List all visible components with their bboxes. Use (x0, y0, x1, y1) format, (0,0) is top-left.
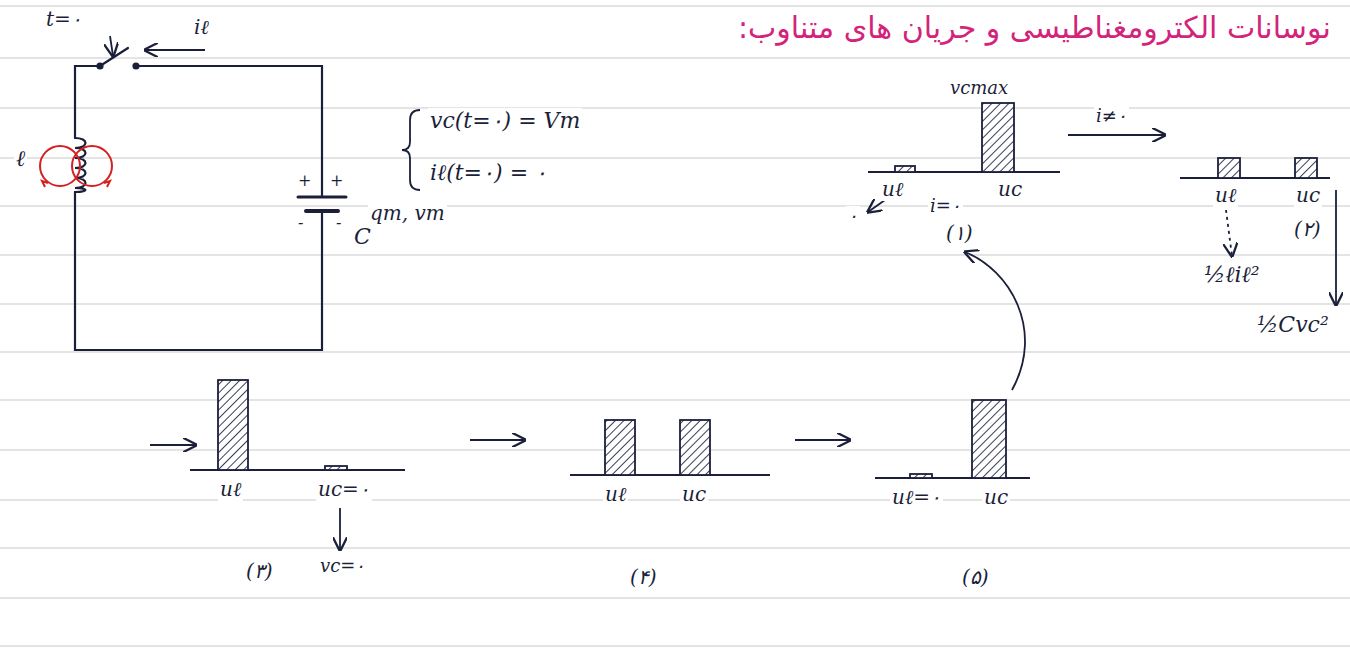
arrows (110, 36, 1336, 550)
switch-blade (100, 48, 128, 66)
annotation-label: C (352, 224, 373, 249)
brace (402, 110, 420, 190)
annotation-label: iℓ(t=۰) = ۰ (428, 160, 549, 185)
annotation-label: (۵) (960, 566, 991, 589)
annotation-label: uℓ (1213, 184, 1238, 207)
switch-arrow (110, 36, 113, 56)
annotation-label: uℓ (218, 478, 243, 501)
annotation-label: ½ℓiℓ² (1202, 262, 1262, 287)
energy-bars (190, 103, 1330, 478)
page-heading: نوسانات الکترومغناطیسی و جریان های متناو… (735, 10, 1334, 46)
annotation-label: uc (982, 486, 1010, 509)
annotation-label: (۱) (944, 222, 975, 245)
annotation-label: (۴) (628, 566, 659, 589)
annotation-label: i≠۰ (1094, 106, 1129, 127)
capacitor-plate (306, 209, 338, 213)
circuit-wires (75, 48, 346, 350)
flux-loops (40, 146, 112, 187)
annotation-label: vc=۰ (318, 556, 367, 577)
annotation-label: uℓ (880, 178, 905, 201)
annotation-label: i=۰ (928, 196, 963, 217)
current-arrow (145, 49, 205, 51)
capacitor-plate (298, 196, 346, 199)
annotation-label: + (328, 172, 345, 190)
annotation-label: vc(t=۰) = Vm (428, 108, 582, 133)
annotation-label: uc (1294, 184, 1322, 207)
annotation-label: ℓ (14, 146, 27, 171)
annotation-label: iℓ (192, 16, 211, 39)
annotation-label: uℓ (603, 483, 628, 506)
annotation-label: - (296, 214, 305, 232)
annotation-label: (۳) (244, 560, 275, 583)
annotation-label: vcmax (948, 78, 1010, 99)
ruled-lines (0, 6, 1350, 646)
annotation-label: t=۰ (44, 8, 84, 31)
annotation-label: qm, vm (368, 202, 447, 225)
annotation-label: uc (680, 483, 708, 506)
annotation-label: (۲) (1292, 218, 1323, 241)
annotation-label: + (296, 172, 313, 190)
annotation-label: ½Cvc² (1255, 312, 1331, 337)
annotation-label: uℓ=۰ (890, 486, 943, 509)
annotation-label: - (334, 214, 343, 232)
annotation-label: uc (996, 178, 1024, 201)
annotation-label: ۰ (846, 206, 860, 227)
annotation-label: uc=۰ (316, 478, 372, 501)
